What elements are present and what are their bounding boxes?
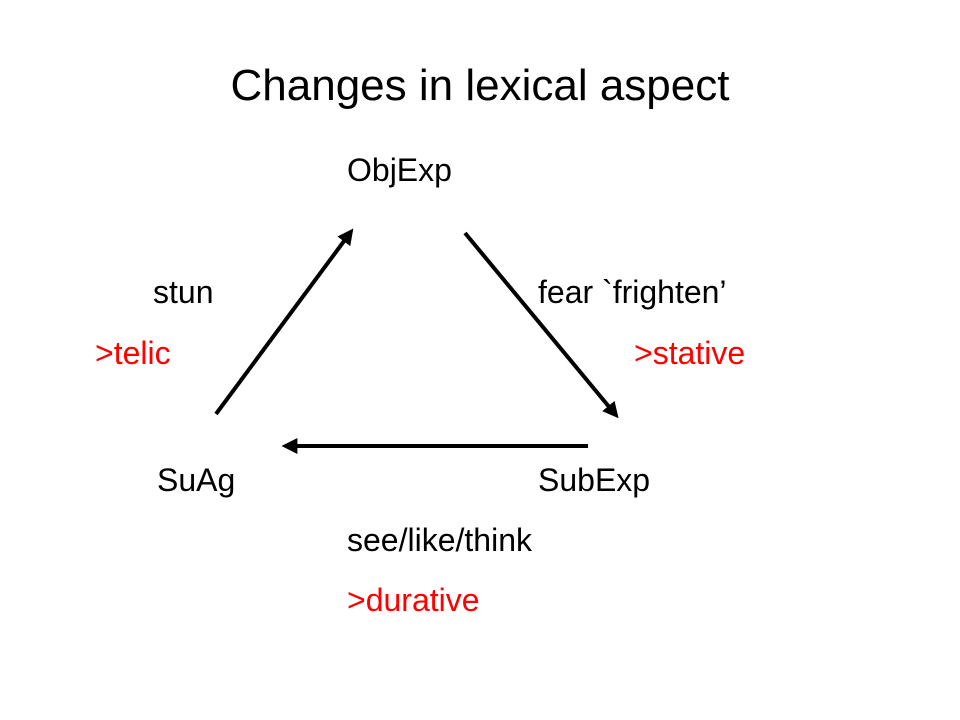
node-objexp: ObjExp (347, 152, 452, 188)
slide-title: Changes in lexical aspect (230, 61, 730, 110)
edge-label-stun: stun (153, 274, 214, 310)
edge-label-see-like-think: see/like/think (347, 522, 532, 558)
feature-stative: >stative (634, 335, 746, 371)
arrow-objexp-to-subexp (463, 231, 619, 419)
feature-telic: >telic (95, 335, 171, 371)
edge-label-fear-frighten: fear `frighten’ (538, 274, 727, 310)
node-suag: SuAg (157, 462, 236, 498)
arrow-suag-to-objexp (214, 228, 354, 416)
feature-durative: >durative (347, 582, 480, 618)
node-subexp: SubExp (538, 462, 651, 498)
